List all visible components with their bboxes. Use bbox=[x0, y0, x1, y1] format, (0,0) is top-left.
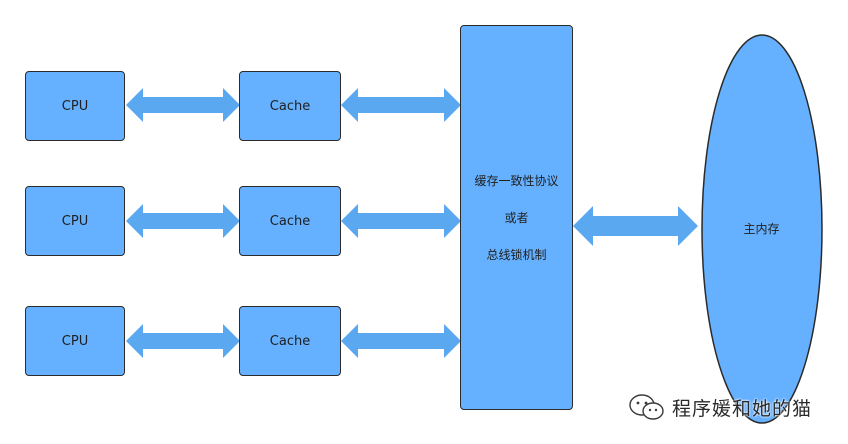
arrow-cache1-bus bbox=[341, 88, 461, 122]
arrow-cache2-bus bbox=[341, 204, 461, 238]
cpu-label-2: CPU bbox=[61, 213, 89, 229]
cpu-box-2: CPU bbox=[25, 186, 125, 256]
arrow-cpu1-cache1 bbox=[126, 88, 240, 122]
cache-box-1: Cache bbox=[239, 71, 341, 141]
bus-label-line2: 或者 bbox=[504, 211, 529, 225]
cache-label-1: Cache bbox=[269, 98, 311, 114]
cpu-box-1: CPU bbox=[25, 71, 125, 141]
watermark-text: 程序媛和她的猫 bbox=[672, 397, 813, 420]
cache-box-3: Cache bbox=[239, 306, 341, 376]
bus-label-line1: 缓存一致性协议 bbox=[474, 174, 559, 188]
wechat-icon bbox=[629, 394, 664, 420]
arrow-bus-memory bbox=[573, 206, 698, 246]
bus-label-line3: 总线锁机制 bbox=[486, 248, 547, 262]
cache-label-2: Cache bbox=[269, 213, 311, 229]
coherence-bus-box: 缓存一致性协议 或者 总线锁机制 bbox=[460, 25, 573, 410]
cpu-label-3: CPU bbox=[61, 333, 89, 349]
cpu-label-1: CPU bbox=[61, 98, 89, 114]
main-memory-label: 主内存 bbox=[743, 222, 780, 236]
cpu-box-3: CPU bbox=[25, 306, 125, 376]
cache-label-3: Cache bbox=[269, 333, 311, 349]
arrow-cpu3-cache3 bbox=[126, 324, 240, 358]
cache-box-2: Cache bbox=[239, 186, 341, 256]
arrow-cache3-bus bbox=[341, 324, 461, 358]
main-memory-ellipse bbox=[701, 34, 823, 424]
arrow-cpu2-cache2 bbox=[126, 204, 240, 238]
watermark: 程序媛和她的猫 bbox=[628, 392, 812, 422]
